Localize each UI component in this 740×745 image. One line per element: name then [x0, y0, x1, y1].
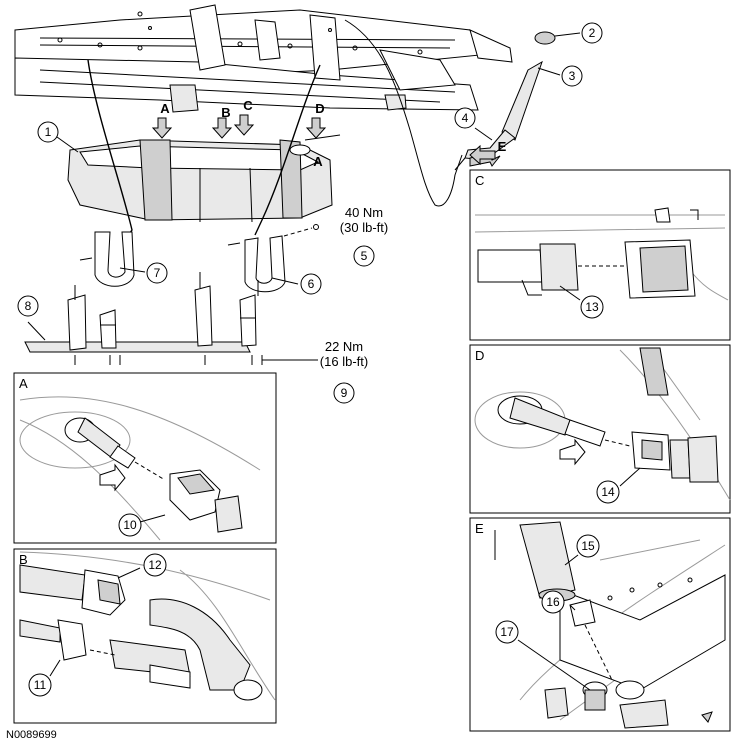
svg-text:4: 4: [462, 111, 469, 125]
view-letter-b: B: [221, 105, 230, 120]
svg-text:9: 9: [341, 386, 348, 400]
callout-15: 15: [576, 534, 600, 558]
svg-text:8: 8: [25, 299, 32, 313]
panel-b-letter: B: [19, 552, 28, 567]
svg-text:11: 11: [34, 678, 47, 692]
view-letter-c: C: [243, 98, 253, 113]
view-letter-d: D: [315, 101, 324, 116]
svg-text:2: 2: [589, 26, 596, 40]
svg-text:5: 5: [361, 249, 368, 263]
svg-text:1: 1: [45, 125, 52, 139]
svg-text:6: 6: [308, 277, 315, 291]
panel-d-letter: D: [475, 348, 484, 363]
callout-6: 6: [300, 273, 322, 295]
vapor-line: [344, 19, 463, 207]
callout-4: 4: [454, 107, 476, 129]
tank-mark-label: A: [313, 154, 323, 169]
svg-text:15: 15: [581, 539, 595, 553]
callout-7: 7: [146, 262, 168, 284]
view-letter-a: A: [160, 101, 170, 116]
svg-text:14: 14: [601, 485, 615, 499]
panel-c: C: [469, 169, 731, 341]
svg-text:3: 3: [569, 69, 576, 83]
panel-a: A: [13, 372, 277, 544]
callout-11: 11: [28, 673, 52, 697]
callout-10: 10: [118, 513, 142, 537]
svg-text:17: 17: [500, 625, 514, 639]
callout-2: 2: [581, 22, 603, 44]
panel-d: D: [469, 344, 731, 514]
callout-17: 17: [495, 620, 519, 644]
svg-text:10: 10: [123, 518, 137, 532]
skid-plate: [24, 272, 263, 365]
panel-e: E: [469, 517, 731, 732]
callout-9: 9: [333, 382, 355, 404]
callout-3: 3: [561, 65, 583, 87]
callout-5: 5: [353, 245, 375, 267]
panel-b: B: [13, 548, 277, 724]
callout-14: 14: [596, 480, 620, 504]
fuel-tank-strap-7: [79, 231, 146, 287]
panel-a-letter: A: [19, 376, 28, 391]
reference-code: N0089699: [6, 729, 57, 741]
torque-lower-lbft: (16 lb-ft): [320, 354, 368, 369]
svg-text:12: 12: [148, 558, 162, 572]
panel-e-letter: E: [475, 521, 484, 536]
callout-8: 8: [17, 295, 39, 317]
callout-16: 16: [541, 590, 565, 614]
panel-c-letter: C: [475, 173, 484, 188]
view-letter-e: E: [498, 139, 507, 154]
torque-upper-lbft: (30 lb-ft): [340, 220, 388, 235]
view-arrows: A B C D E: [151, 98, 507, 166]
callout-13: 13: [580, 295, 604, 319]
callout-12: 12: [143, 553, 167, 577]
torque-lower-nm: 22 Nm: [325, 339, 363, 354]
svg-text:7: 7: [154, 266, 161, 280]
svg-text:13: 13: [585, 300, 599, 314]
torque-upper-nm: 40 Nm: [345, 205, 383, 220]
vehicle-frame: [14, 4, 513, 113]
fuel-tank-strap-6: [227, 235, 299, 293]
callout-1: 1: [37, 121, 79, 153]
svg-text:16: 16: [546, 595, 560, 609]
